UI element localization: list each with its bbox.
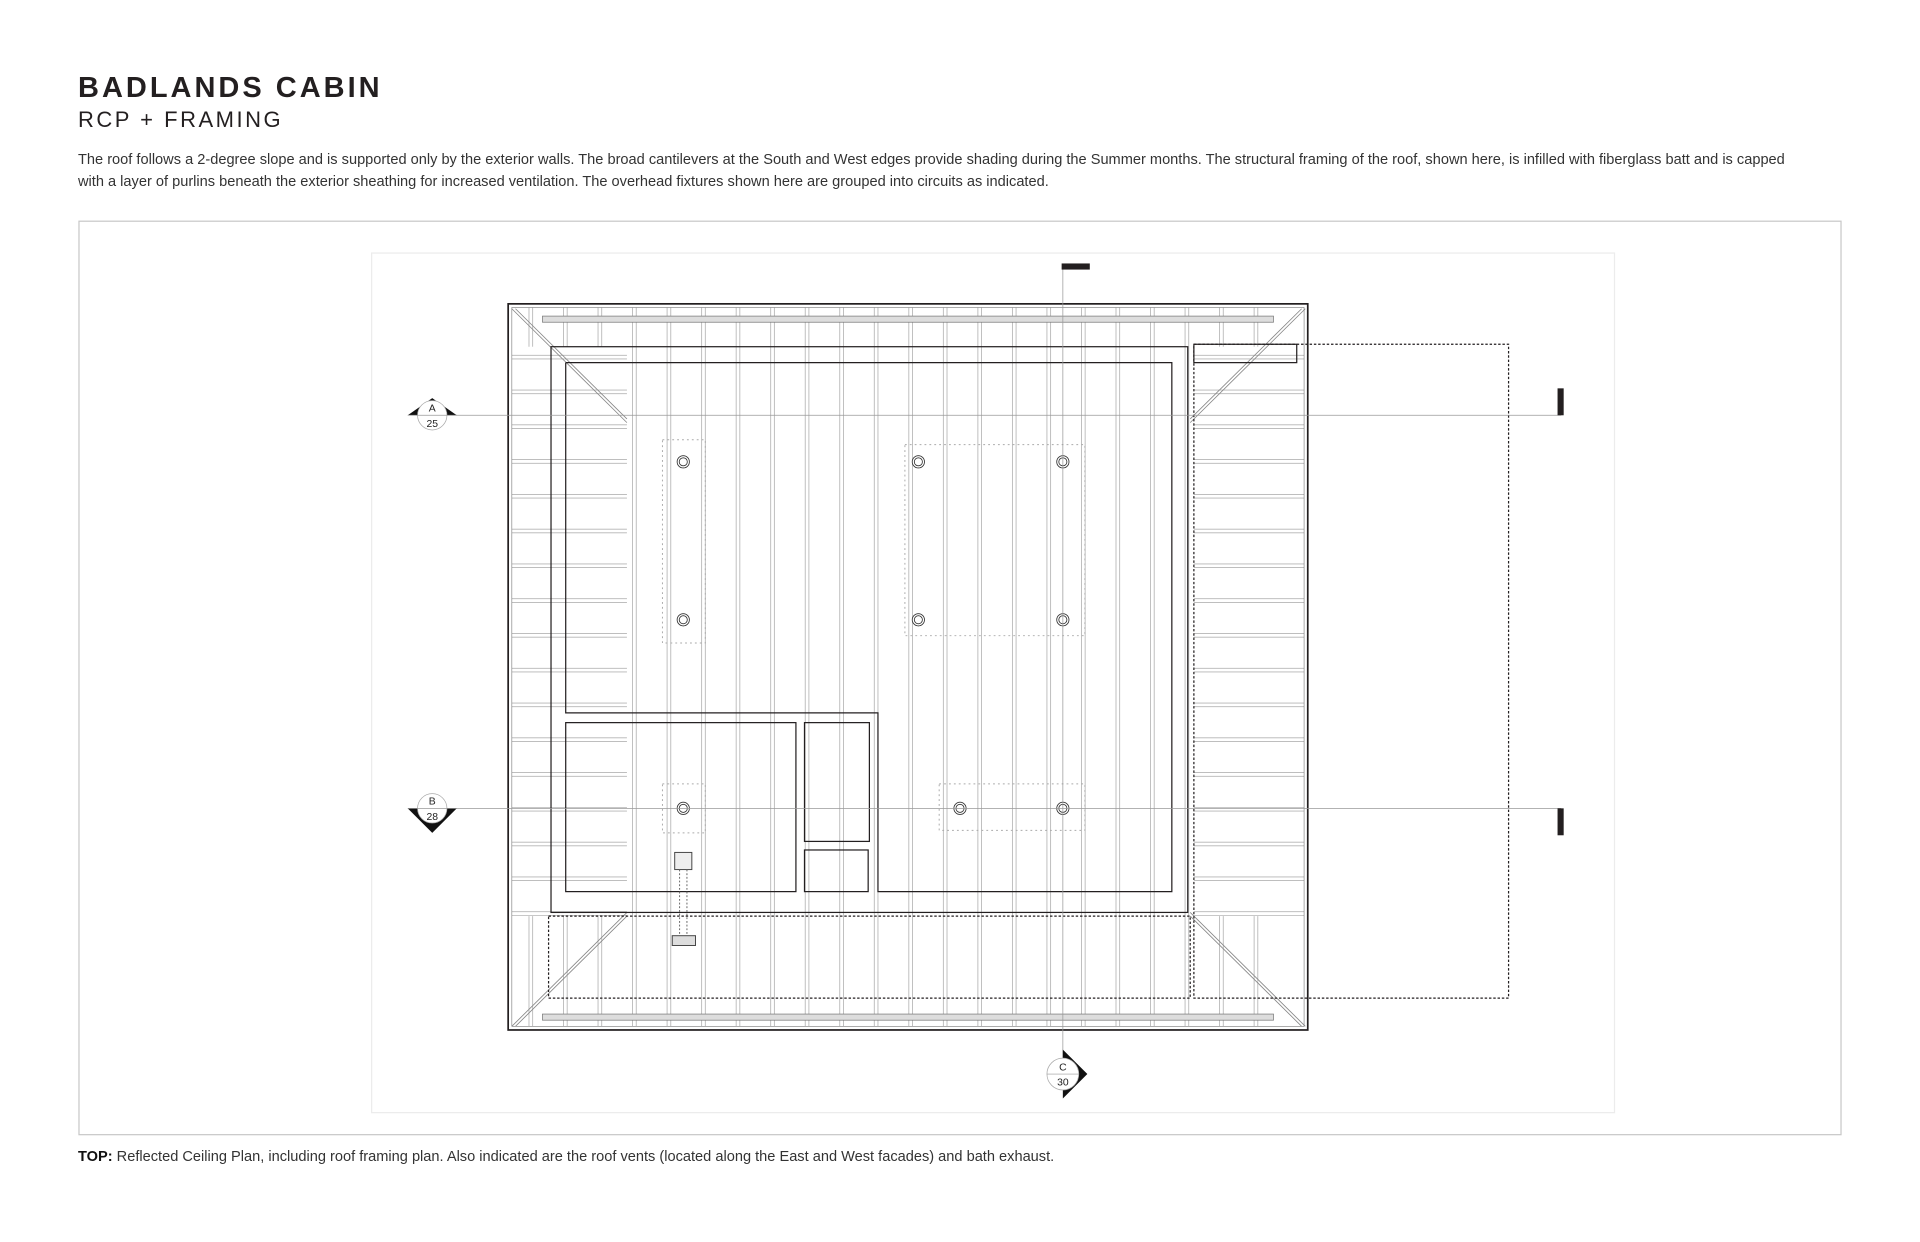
outer-frame [78,220,1842,1136]
light-fixture-icon [678,457,688,467]
section-marker-a[interactable]: A 25 [407,398,457,431]
marker-sheet: 28 [426,812,438,823]
light-fixture-icon [913,615,923,625]
roof-vents [542,315,1274,1021]
caption-text: Reflected Ceiling Plan, including roof f… [112,1149,1055,1165]
description-text: The roof follows a 2-degree slope and is… [78,152,1785,190]
fixture-circuits [661,439,1086,834]
marker-letter: C [1059,1062,1067,1073]
exhaust-fan [674,851,693,871]
section-marker-b[interactable]: B 28 [407,793,457,833]
overhang-outlines [547,343,1510,999]
corner-diagonals [511,308,1306,1027]
marker-sheet: 25 [426,419,438,430]
page-subtitle: RCP + FRAMING [78,107,284,132]
roof-framing [511,307,1305,1027]
marker-letter: B [429,797,436,808]
caption-label: TOP: [78,1149,113,1165]
building-outline [507,303,1309,1031]
inner-frame [371,252,1616,1114]
section-marker-c[interactable]: C 30 [1046,1049,1088,1099]
section-lines [416,267,1562,1066]
south-roof-vent [542,1013,1274,1021]
interior-walls [550,346,1189,914]
exhaust-outlet [671,935,696,946]
light-fixture-icon [678,615,688,625]
deck-beam [1193,343,1298,364]
light-fixture-icon [913,457,923,467]
north-roof-vent [542,315,1274,323]
figure-caption: TOP: Reflected Ceiling Plan, including r… [78,1149,1054,1165]
marker-letter: A [429,404,436,415]
section-end-markers [1061,263,1564,836]
bath-exhaust [671,851,696,946]
page-title: BADLANDS CABIN [78,72,383,104]
marker-sheet: 30 [1057,1078,1069,1089]
